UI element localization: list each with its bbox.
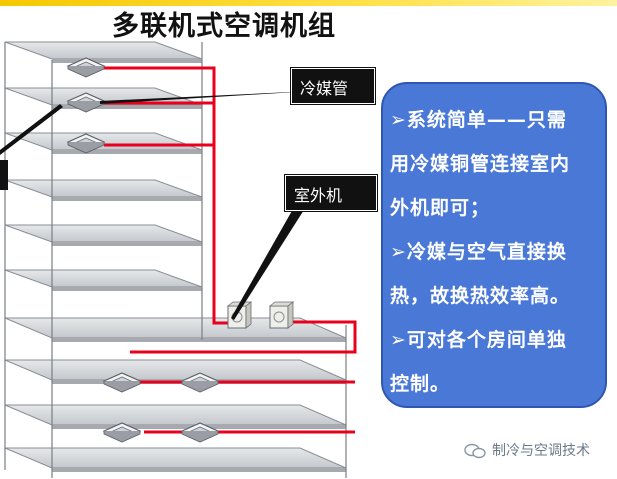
info-box: ➢系统简单——只需 用冷媒铜管连接室内 外机即可； ➢冷媒与空气直接换 热，故换… — [381, 82, 607, 408]
page-title: 多联机式空调机组 — [112, 11, 336, 42]
indoor-unit-icon — [102, 422, 142, 443]
outdoor-units — [226, 301, 295, 329]
floor-slab — [4, 41, 203, 63]
floor-slab — [4, 359, 347, 384]
info-line: 用冷媒铜管连接室内 — [390, 153, 571, 175]
outdoor-unit-icon — [268, 301, 295, 329]
info-line: 控制。 — [390, 373, 451, 395]
building-floors — [4, 41, 347, 472]
info-line: ➢系统简单——只需 — [390, 109, 567, 131]
info-line: 热，故换热效率高。 — [390, 285, 571, 307]
watermark: 制冷与空调技术 — [464, 440, 590, 460]
info-line: ➢可对各个房间单独 — [390, 329, 567, 351]
indoor-unit-icon — [180, 422, 220, 443]
floor-slab — [4, 179, 203, 201]
callout-refrigerant-pipe: 冷媒管 — [291, 68, 375, 104]
outdoor-unit-icon — [226, 301, 253, 329]
callout-pointers — [0, 92, 309, 320]
building-frame — [4, 42, 347, 478]
top-accent-stripe — [0, 0, 617, 6]
indoor-unit-icon — [180, 372, 220, 393]
wechat-icon — [464, 443, 486, 459]
watermark-text: 制冷与空调技术 — [492, 443, 590, 459]
info-line: 外机即可； — [390, 197, 491, 219]
info-line: ➢冷媒与空气直接换 — [390, 241, 567, 263]
callout-outdoor-unit: 室外机 — [285, 175, 377, 211]
left-callout-edge — [0, 160, 8, 190]
floor-slab — [4, 404, 347, 429]
indoor-unit-icon — [66, 92, 106, 113]
indoor-unit-icon — [102, 372, 142, 393]
indoor-units — [66, 57, 220, 443]
floor-slab — [4, 317, 347, 342]
floor-slab — [4, 447, 347, 472]
indoor-unit-icon — [66, 57, 106, 78]
floor-slab — [4, 224, 203, 246]
floor-slab — [4, 269, 203, 291]
indoor-unit-icon — [66, 133, 106, 154]
